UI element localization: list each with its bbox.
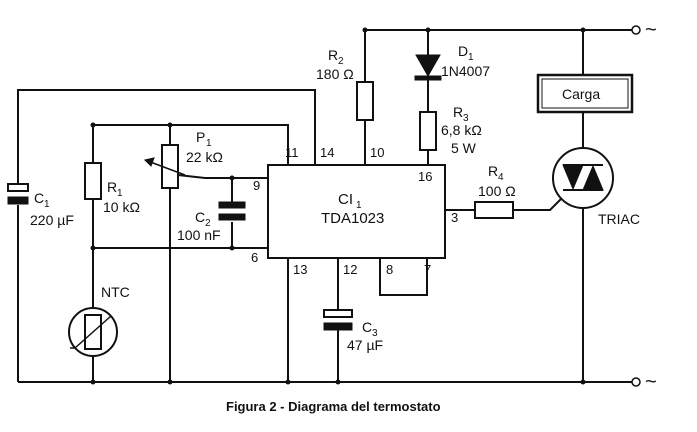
r1-value: 10 kΩ [103, 199, 140, 215]
capacitor-c2: C 2 100 nF [177, 201, 246, 243]
c2-ref-sub: 2 [205, 218, 211, 229]
r3-ref-sub: 3 [463, 113, 469, 124]
mains-terminal-top: ~ [631, 19, 657, 41]
d1-value: 1N4007 [441, 63, 490, 79]
d1-ref-sub: 1 [468, 52, 474, 63]
wires [17, 29, 632, 383]
ntc-label: NTC [101, 284, 130, 300]
ic-ref-sub: 1 [356, 200, 362, 211]
pin-7: 7 [424, 262, 431, 277]
r3-ref: R [453, 104, 463, 120]
r2-ref-sub: 2 [338, 56, 344, 67]
resistor-r3: R 3 6,8 kΩ 5 W [419, 104, 482, 156]
pin-8: 8 [386, 262, 393, 277]
p1-ref-sub: 1 [206, 138, 212, 149]
pin-9: 9 [253, 178, 260, 193]
r1-ref-sub: 1 [117, 188, 123, 199]
c1-ref-sub: 1 [44, 199, 50, 210]
load-label: Carga [562, 86, 600, 102]
resistor-r1: R 1 10 kΩ [84, 162, 140, 215]
r1-ref: R [107, 179, 117, 195]
pin-6: 6 [251, 250, 258, 265]
pin-16: 16 [418, 169, 432, 184]
r2-ref: R [328, 47, 338, 63]
resistor-r2: R 2 180 Ω [316, 47, 374, 121]
triac: TRIAC [552, 147, 640, 227]
capacitor-c3: C 3 47 µF [323, 309, 383, 353]
ntc-thermistor: NTC [68, 284, 130, 357]
r4-ref: R [488, 163, 498, 179]
c1-ref: C [34, 190, 44, 206]
r4-ref-sub: 4 [498, 172, 504, 183]
c3-ref-sub: 3 [372, 328, 378, 339]
diode-d1: D 1 1N4007 [414, 43, 490, 81]
ic-part: TDA1023 [321, 210, 384, 227]
load-box: Carga [536, 73, 634, 114]
capacitor-c1: C 1 220 µF [7, 183, 74, 228]
d1-ref: D [458, 43, 468, 59]
ic-tda1023: CI 1 TDA1023 11 14 10 16 9 6 13 12 8 7 3 [251, 145, 458, 277]
r3-value2: 5 W [451, 140, 477, 156]
mains-symbol-bottom: ~ [645, 371, 657, 393]
pin-12: 12 [343, 262, 357, 277]
c2-value: 100 nF [177, 227, 221, 243]
mains-terminal-bottom: ~ [631, 371, 657, 393]
pin-10: 10 [370, 145, 384, 160]
p1-value: 22 kΩ [186, 149, 223, 165]
pin-14: 14 [320, 145, 334, 160]
junction-dots [90, 27, 586, 385]
ic-ref: CI [338, 191, 353, 208]
pin-11: 11 [285, 145, 299, 160]
c2-ref: C [195, 209, 205, 225]
p1-ref: P [196, 129, 205, 145]
pin-13: 13 [293, 262, 307, 277]
r2-value: 180 Ω [316, 66, 354, 82]
r3-value: 6,8 kΩ [441, 122, 482, 138]
c1-value: 220 µF [30, 212, 74, 228]
pin-3: 3 [451, 210, 458, 225]
c3-value: 47 µF [347, 337, 383, 353]
r4-value: 100 Ω [478, 183, 516, 199]
resistor-r4: R 4 100 Ω [474, 163, 516, 219]
figure-caption: Figura 2 - Diagrama del termostato [226, 399, 441, 414]
c3-ref: C [362, 319, 372, 335]
triac-label: TRIAC [598, 211, 640, 227]
potentiometer-p1: P 1 22 kΩ [144, 129, 223, 189]
mains-symbol-top: ~ [645, 19, 657, 41]
